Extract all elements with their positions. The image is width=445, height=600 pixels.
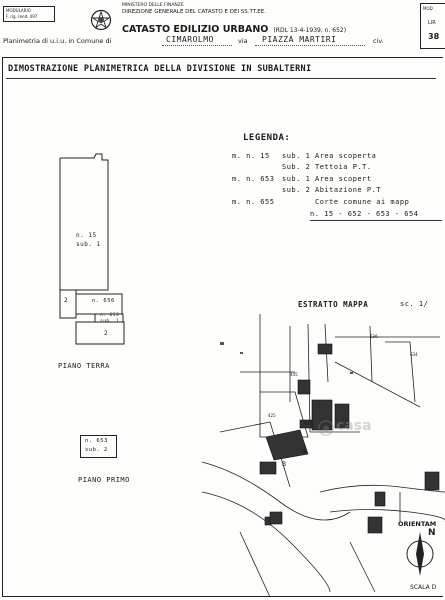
direction-label: DIREZIONE GENERALE DEL CATASTO E DEI SS.…	[122, 9, 266, 15]
north-arrow-icon	[405, 530, 435, 578]
legend-sub: sub. 2	[282, 186, 311, 194]
map-number: 445	[290, 372, 298, 377]
main-title: DIMOSTRAZIONE PLANIMETRICA DELLA DIVISIO…	[8, 64, 312, 74]
piano-terra-label: PIANO TERRA	[58, 362, 110, 370]
main-title-rule	[6, 78, 436, 79]
map-number: 634	[410, 352, 418, 357]
document-title-text: CATASTO EDILIZIO URBANO	[122, 24, 269, 35]
annex-number: 2	[64, 297, 69, 304]
parcel-653-sub: sub. 1	[100, 319, 120, 324]
map-number: 425	[268, 413, 276, 418]
map-letter: B	[282, 461, 287, 468]
sheet-box-line: LIR	[428, 20, 436, 26]
legend-sub: sub. 1	[282, 152, 311, 160]
legend-desc: Area scopert	[315, 175, 372, 183]
scale-label: SCALA D	[410, 584, 437, 591]
via-label: via	[238, 37, 248, 45]
legend-desc: Tettoia P.T.	[315, 163, 372, 171]
legend-title: LEGENDA:	[243, 133, 291, 143]
first-floor-parcel	[80, 435, 117, 458]
drawing-frame	[2, 57, 443, 597]
law-reference: (RDL 13-4-1939, n. 652)	[273, 27, 347, 34]
sheet-box-label: MOD	[423, 6, 433, 11]
watermark-text: casa	[336, 418, 372, 434]
north-letter: N	[428, 528, 436, 538]
planimetria-prefix: Planimetria di u.i.u. in Comune di	[3, 37, 112, 45]
parcel-653-label: n. 653	[100, 313, 120, 318]
parcel-15-sub: sub. 1	[76, 241, 101, 248]
legend-desc: Corte comune ai mapp	[315, 198, 410, 206]
ministry-label: MINISTERO DELLE FINANZE	[122, 3, 184, 8]
form-code-line-2: F. rig. rend. 497	[6, 14, 38, 19]
civ-label: civ.	[373, 37, 384, 45]
orientation-label: ORIENTAM	[398, 520, 437, 528]
watermark-icon	[318, 420, 334, 436]
map-title: ESTRATTO MAPPA	[298, 300, 369, 309]
form-code-box: MODULARIO F. rig. rend. 497	[3, 6, 55, 22]
republic-emblem-icon	[90, 9, 112, 31]
document-title: CATASTO EDILIZIO URBANO (RDL 13-4-1939, …	[122, 17, 346, 36]
sheet-number-box: MOD LIR 38	[420, 3, 445, 49]
via-value: PIAZZA MARTIRI	[262, 35, 337, 44]
first-floor-parcel-sub: sub. 2	[85, 447, 108, 453]
map-number: 636	[370, 334, 378, 339]
map-letter: A	[303, 449, 307, 455]
legend-desc: Abitazione P.T	[315, 186, 382, 194]
via-underline	[255, 45, 365, 46]
form-code-line-1: MODULARIO	[6, 8, 31, 13]
legend-ref: m. n. 653	[232, 175, 275, 183]
cadastral-map-extract	[201, 314, 445, 597]
legend-ref: m. n. 655	[232, 198, 275, 206]
sheet-box-number: 38	[428, 32, 440, 41]
ground-floor-plan	[59, 153, 125, 345]
legend-sub: Sub. 2	[282, 163, 311, 171]
parcel-656-label: n. 656	[92, 298, 115, 304]
first-floor-parcel-number: n. 653	[85, 438, 108, 444]
map-sheet-ref: sc. 1/	[400, 300, 429, 308]
legend-desc: Area scoperta	[315, 152, 377, 160]
comune-underline	[162, 45, 232, 46]
parcel-15-label: n. 15	[76, 232, 97, 239]
legend-sub: sub. 1	[282, 175, 311, 183]
legend-underline	[310, 220, 442, 221]
piano-primo-label: PIANO PRIMO	[78, 476, 130, 484]
lower-number: 2	[104, 330, 109, 337]
legend-desc: n. 15 - 652 - 653 - 654	[310, 210, 419, 218]
map-number: 655	[304, 421, 312, 426]
planimetria-line: Planimetria di u.i.u. in Comune di	[3, 37, 111, 45]
legend-ref: m. n. 15	[232, 152, 270, 160]
comune-value: CIMAROLMO	[166, 35, 214, 44]
